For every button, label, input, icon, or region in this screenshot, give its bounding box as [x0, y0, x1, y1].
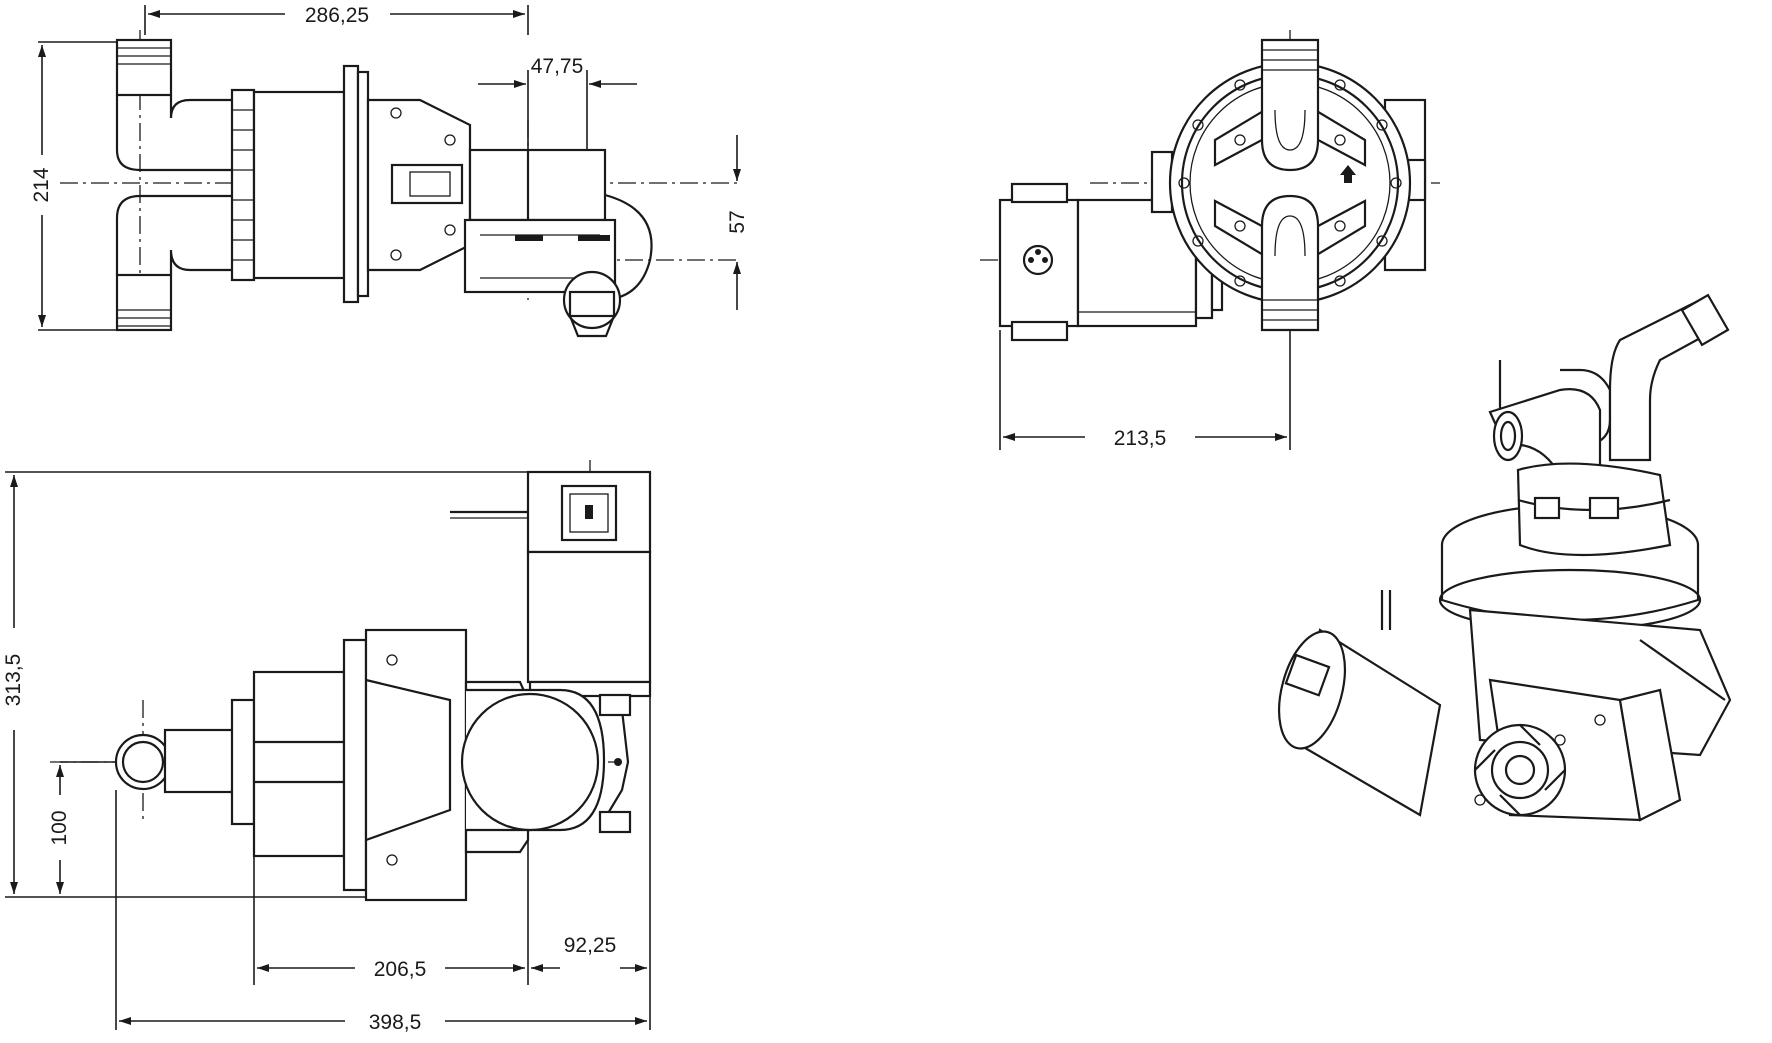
- dim-label-port-height: 100: [48, 810, 71, 845]
- hose-port-top: [115, 38, 240, 172]
- dimension-body-width: 206,5: [253, 830, 529, 985]
- side-view: [980, 30, 1440, 342]
- dimension-top-width: 286,25: [144, 4, 529, 35]
- dim-label-motor-depth: 92,25: [564, 934, 617, 957]
- dimension-port-height: 100: [48, 761, 116, 894]
- dimension-side-width: 213,5: [999, 330, 1291, 450]
- dim-label-body-width: 206,5: [374, 958, 427, 981]
- dim-label-front-height: 313,5: [2, 654, 25, 707]
- dim-label-side-width: 213,5: [1114, 427, 1167, 450]
- top-view: [60, 30, 740, 338]
- dimension-shaft-offset: 57: [726, 135, 749, 310]
- dim-label-height-total: 214: [30, 167, 53, 202]
- hose-port-bottom: [115, 194, 240, 332]
- dimension-front-height: 313,5: [2, 471, 528, 898]
- isometric-view: [1278, 293, 1732, 822]
- dimension-overall-width: 398,5: [115, 790, 647, 1034]
- dimension-motor-depth: 92,25: [531, 696, 651, 1030]
- dim-label-top-width: 286,25: [305, 4, 369, 27]
- front-view: [50, 460, 652, 902]
- dim-label-motor-offset: 47,75: [531, 55, 584, 78]
- dimension-motor-offset: 47,75: [478, 55, 637, 150]
- dim-label-shaft-offset: 57: [726, 210, 749, 233]
- dim-label-overall-width: 398,5: [369, 1011, 422, 1034]
- dimension-height-total: 214: [30, 41, 117, 331]
